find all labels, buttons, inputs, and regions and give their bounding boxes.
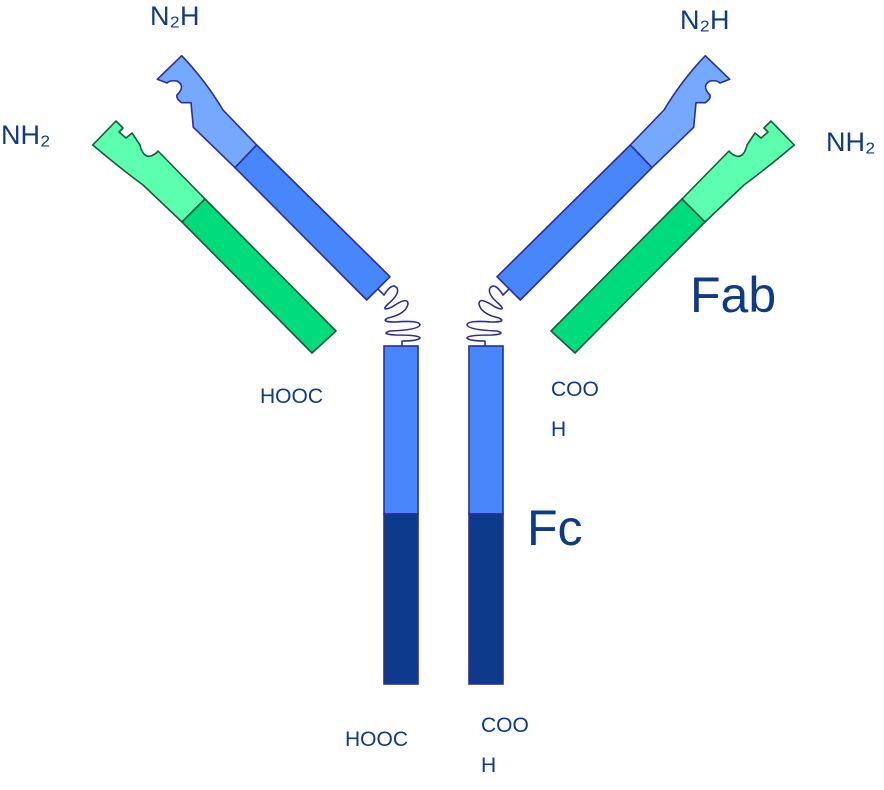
right-arm [466,54,796,685]
light-left-c-terminus-label: HOOC [260,385,323,408]
light-right-n-terminus-label: NH₂ [826,127,876,157]
c-terminus-line2: H [551,418,567,441]
c-terminus-line1: COO [551,378,599,401]
light-left-n-terminus-label: NH₂ [1,120,51,150]
fc-label: Fc [527,500,583,556]
c-terminus-line1: COO [481,714,529,737]
left-arm [91,54,421,685]
fab-label: Fab [690,267,777,323]
heavy-right-c-terminus-label: COO H [481,706,529,786]
heavy-right-n-terminus-label: N₂H [680,5,730,35]
c-terminus-line2: H [481,754,497,777]
heavy-left-n-terminus-label: N₂H [150,1,200,31]
light-right-c-terminus-label: COO H [551,370,599,450]
heavy-left-c-terminus-label: HOOC [345,728,408,751]
